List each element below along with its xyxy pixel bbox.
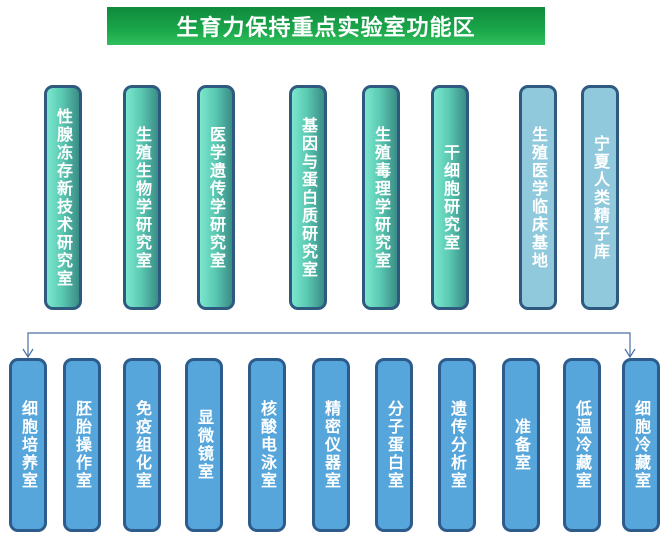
diagram-title: 生育力保持重点实验室功能区 bbox=[107, 7, 545, 45]
top-unit-box: 宁夏人类精子库 bbox=[581, 85, 619, 310]
arrow-down-icon bbox=[22, 348, 34, 359]
bottom-unit-box: 准备室 bbox=[502, 358, 540, 532]
bottom-unit-box: 分子蛋白室 bbox=[375, 358, 413, 532]
unit-label: 胚胎操作室 bbox=[73, 400, 92, 490]
unit-label: 基因与蛋白质研究室 bbox=[299, 116, 318, 279]
unit-label: 低温冷藏室 bbox=[573, 400, 592, 490]
unit-label: 生殖毒理学研究室 bbox=[372, 125, 391, 270]
unit-label: 分子蛋白室 bbox=[385, 400, 404, 490]
top-unit-box: 生殖生物学研究室 bbox=[123, 85, 161, 310]
bottom-unit-box: 核酸电泳室 bbox=[248, 358, 286, 532]
unit-label: 性腺冻存新技术研究室 bbox=[54, 107, 73, 288]
unit-label: 准备室 bbox=[512, 418, 531, 472]
unit-label: 宁夏人类精子库 bbox=[591, 134, 610, 261]
unit-label: 免疫组化室 bbox=[133, 400, 152, 490]
bottom-unit-box: 细胞培养室 bbox=[9, 358, 47, 532]
unit-label: 生殖生物学研究室 bbox=[133, 125, 152, 270]
bottom-unit-box: 遗传分析室 bbox=[438, 358, 476, 532]
unit-label: 医学遗传学研究室 bbox=[207, 125, 226, 270]
bottom-unit-box: 精密仪器室 bbox=[312, 358, 350, 532]
top-unit-box: 性腺冻存新技术研究室 bbox=[44, 85, 82, 310]
bottom-unit-box: 免疫组化室 bbox=[123, 358, 161, 532]
arrow-down-icon bbox=[624, 348, 636, 359]
unit-label: 细胞冷藏室 bbox=[632, 400, 651, 490]
top-unit-box: 生殖毒理学研究室 bbox=[362, 85, 400, 310]
unit-label: 干细胞研究室 bbox=[441, 143, 460, 252]
unit-label: 精密仪器室 bbox=[322, 400, 341, 490]
unit-label: 遗传分析室 bbox=[448, 400, 467, 490]
bottom-unit-box: 细胞冷藏室 bbox=[622, 358, 660, 532]
bottom-unit-box: 胚胎操作室 bbox=[63, 358, 101, 532]
bottom-unit-box: 低温冷藏室 bbox=[563, 358, 601, 532]
unit-label: 显微镜室 bbox=[195, 409, 214, 481]
top-unit-box: 生殖医学临床基地 bbox=[519, 85, 557, 310]
unit-label: 核酸电泳室 bbox=[258, 400, 277, 490]
top-unit-box: 干细胞研究室 bbox=[431, 85, 469, 310]
unit-label: 细胞培养室 bbox=[19, 400, 38, 490]
top-unit-box: 医学遗传学研究室 bbox=[197, 85, 235, 310]
top-unit-box: 基因与蛋白质研究室 bbox=[289, 85, 327, 310]
bottom-unit-box: 显微镜室 bbox=[185, 358, 223, 532]
unit-label: 生殖医学临床基地 bbox=[529, 125, 548, 270]
